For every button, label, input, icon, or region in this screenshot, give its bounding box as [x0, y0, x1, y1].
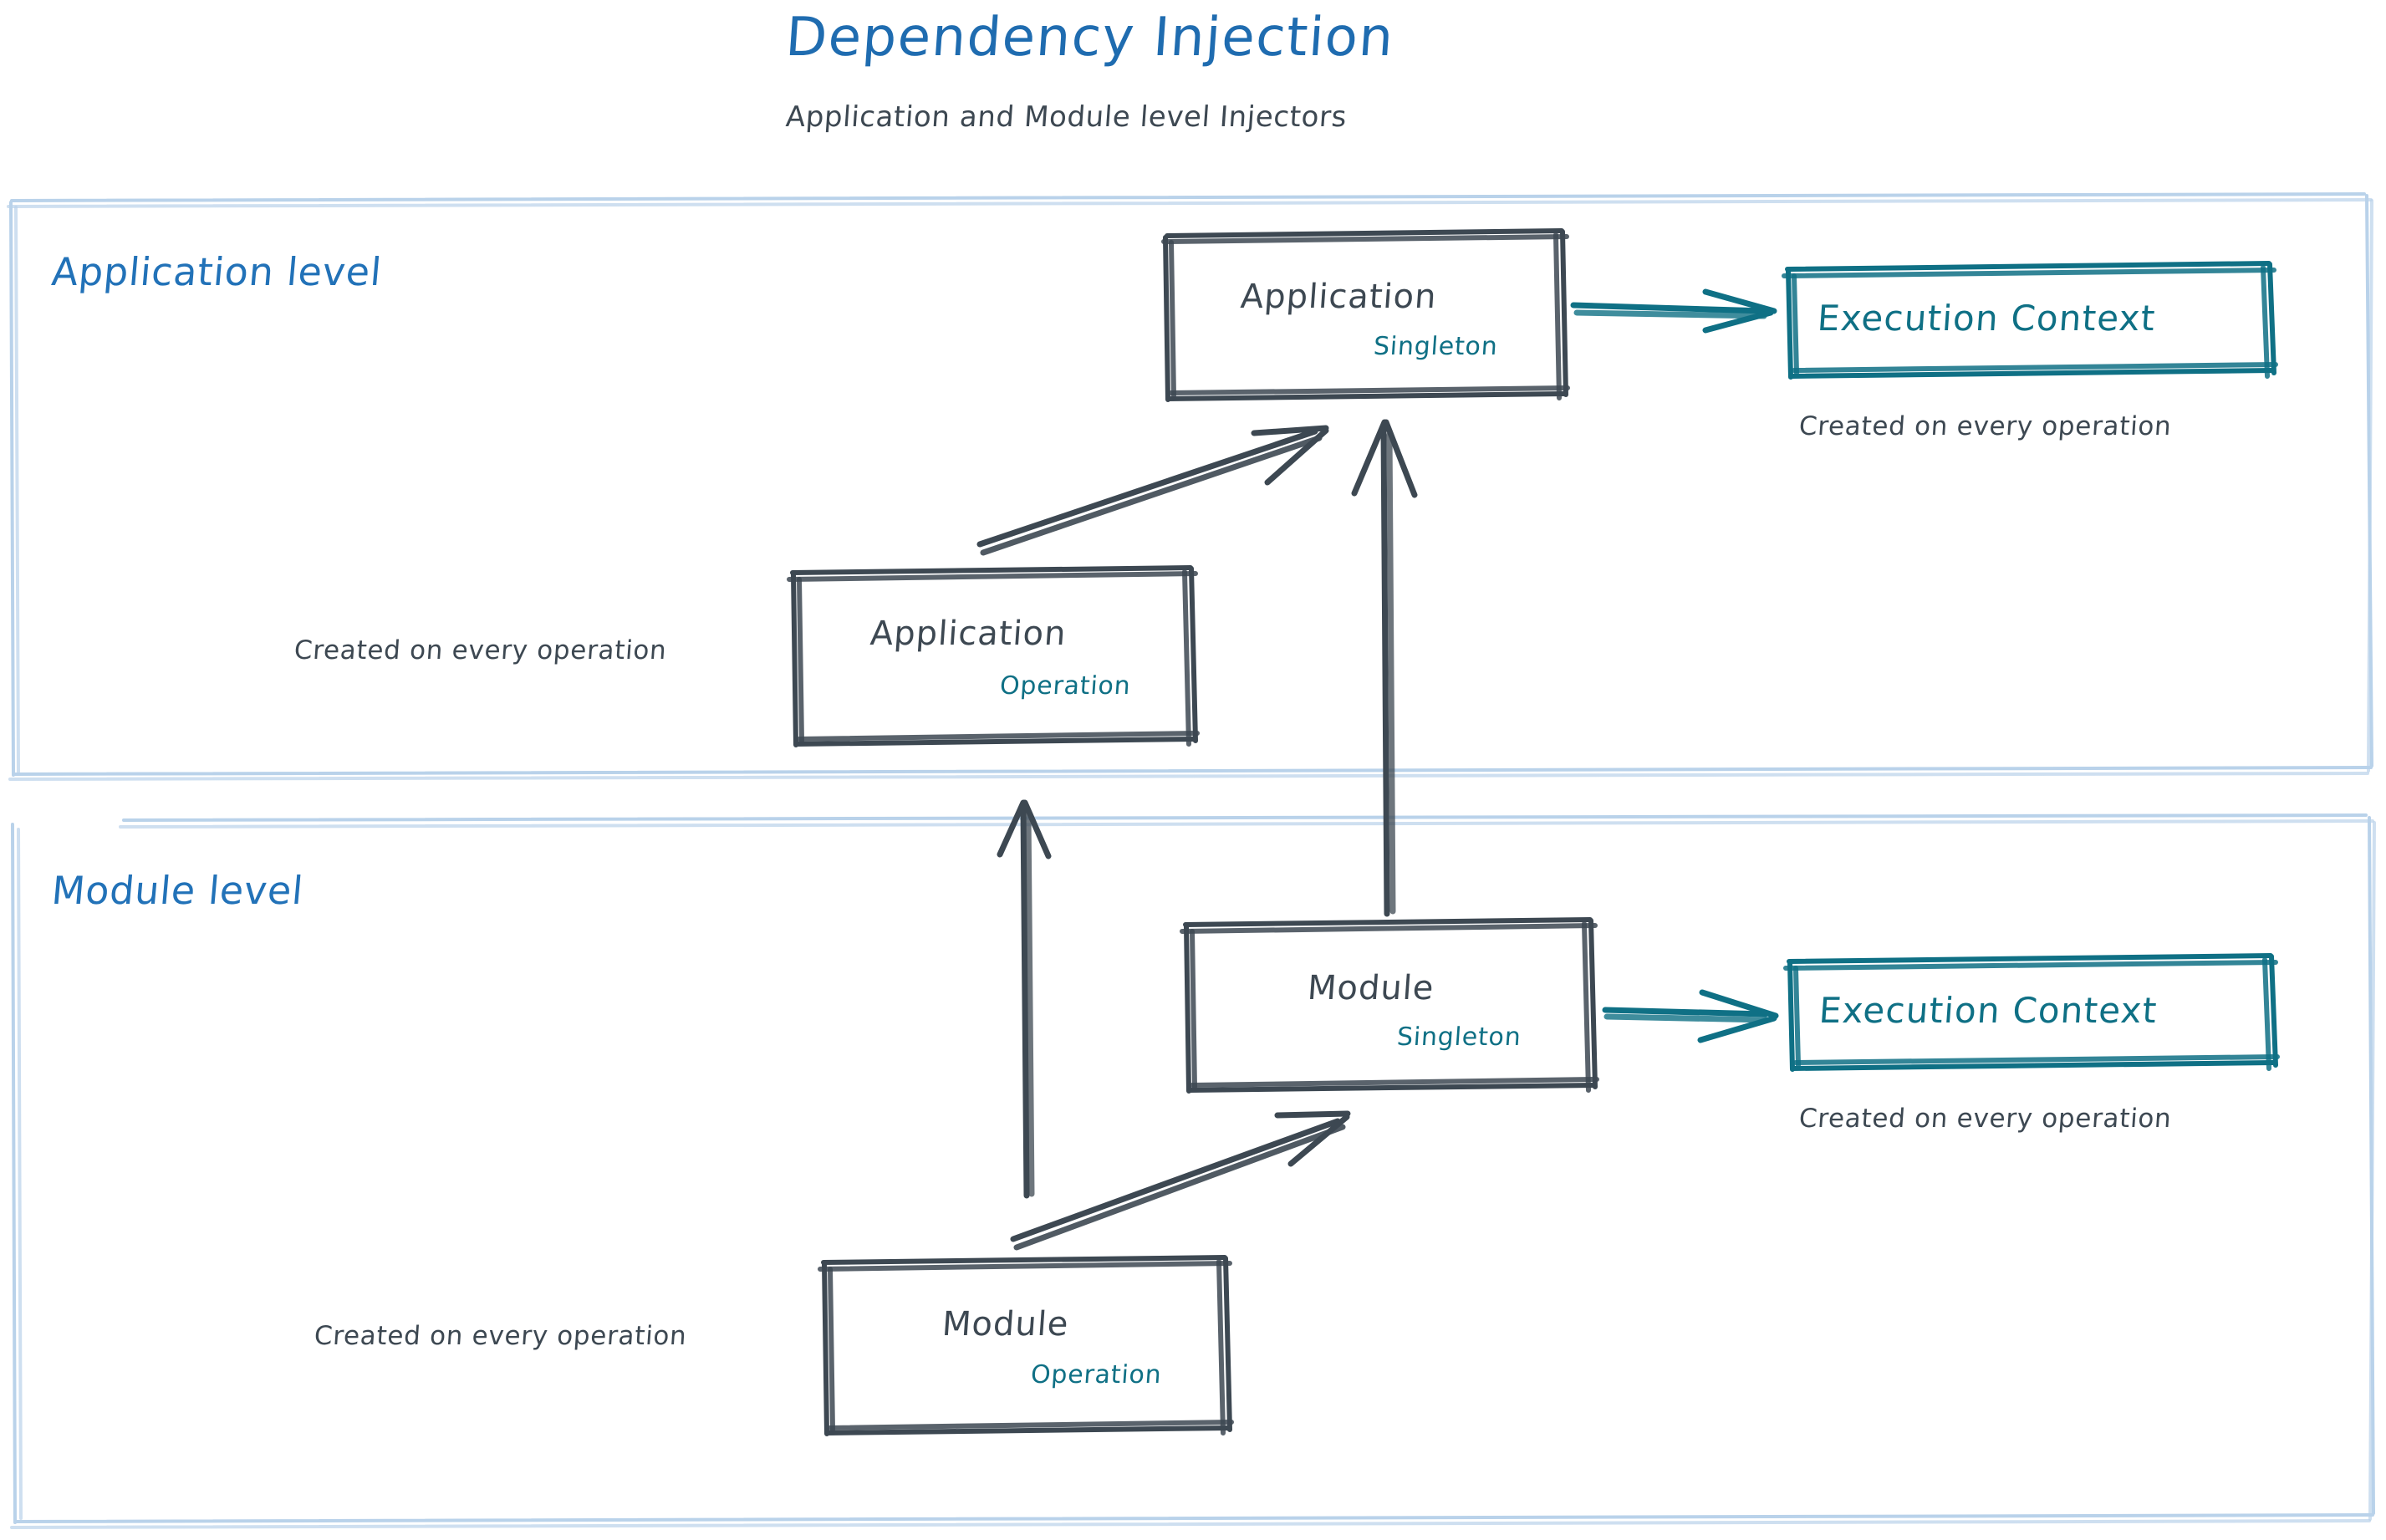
edge-module-singleton-to-exec-context — [1602, 989, 1779, 1043]
application-singleton-title: Application — [1239, 278, 1439, 316]
application-operation-note: Created on every operation — [293, 635, 668, 665]
application-operation-scope: Operation — [998, 671, 1132, 701]
node-application-operation[interactable]: Application Operation — [791, 569, 1196, 746]
edge-module-operation-to-app-operation — [997, 799, 1052, 1199]
edge-module-singleton-to-app-singleton — [1351, 419, 1418, 917]
execution-context-app-note: Created on every operation — [1797, 411, 2173, 441]
page-title: Dependency Injection — [783, 7, 1397, 69]
execution-context-app-title: Execution Context — [1816, 298, 2158, 339]
execution-context-module-note: Created on every operation — [1797, 1104, 2173, 1134]
node-module-operation[interactable]: Module Operation — [822, 1258, 1230, 1434]
application-level-label: Application level — [49, 249, 385, 294]
edge-app-singleton-to-exec-context — [1570, 288, 1777, 334]
execution-context-module-title: Execution Context — [1818, 990, 2159, 1031]
node-application-singleton[interactable]: Application Singleton — [1165, 232, 1567, 399]
node-execution-context-module[interactable]: Execution Context — [1789, 956, 2276, 1068]
module-singleton-scope: Singleton — [1395, 1022, 1522, 1052]
page-subtitle: Application and Module level Injectors — [784, 100, 1348, 134]
edge-module-operation-to-module-singleton — [1010, 1110, 1351, 1251]
node-module-singleton[interactable]: Module Singleton — [1184, 920, 1595, 1091]
module-operation-note: Created on every operation — [313, 1321, 688, 1351]
module-operation-scope: Operation — [1029, 1360, 1163, 1390]
edge-app-operation-to-app-singleton — [976, 425, 1329, 556]
application-operation-title: Application — [869, 614, 1068, 653]
module-operation-title: Module — [941, 1305, 1071, 1344]
application-singleton-scope: Singleton — [1372, 332, 1499, 361]
module-level-label: Module level — [49, 868, 306, 913]
module-singleton-title: Module — [1306, 969, 1436, 1007]
node-execution-context-app[interactable]: Execution Context — [1787, 264, 2274, 376]
